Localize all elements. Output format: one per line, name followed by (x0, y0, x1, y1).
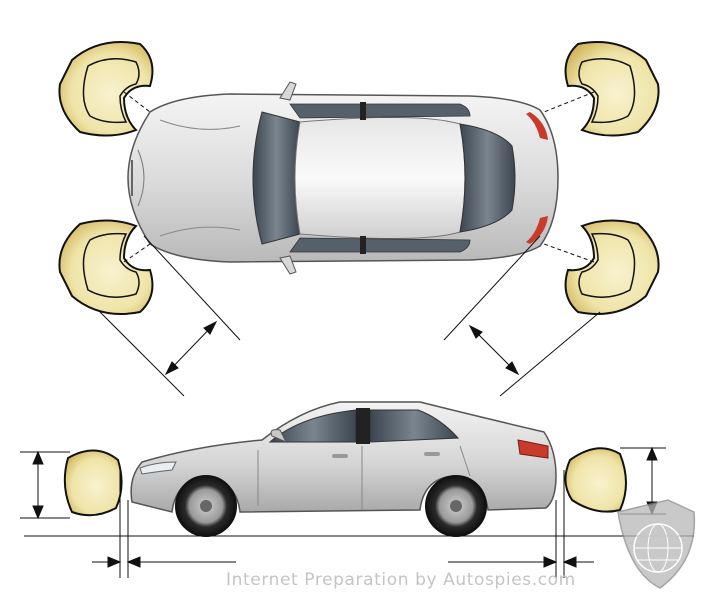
sensor-zone-front-left (58, 41, 154, 137)
rear-window-top (459, 123, 516, 233)
side-view-car (130, 401, 557, 537)
autospies-globe-logo (617, 499, 696, 589)
watermark-text: Internet Preparation by Autospies.com (226, 570, 576, 590)
roof-top (294, 116, 466, 240)
ground-and-length-dimension (24, 470, 694, 578)
windshield-top (252, 111, 301, 245)
angle-dimension-front (99, 235, 241, 397)
angle-dimension-rear (443, 235, 601, 397)
sensor-zone-front-side (63, 449, 123, 517)
side-window-rear (369, 409, 460, 443)
height-dimension-front (20, 450, 70, 520)
sensor-zone-front-right-topside (58, 219, 154, 315)
sensor-zone-rear-left (543, 41, 660, 137)
sensor-zone-rear-right (543, 219, 660, 315)
top-view-car (127, 81, 559, 275)
sensor-zone-rear-side (564, 447, 627, 513)
